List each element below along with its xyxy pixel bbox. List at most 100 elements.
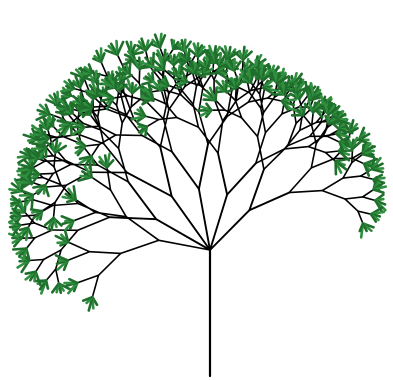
tree-branch (68, 242, 89, 252)
tree-branch (128, 182, 156, 219)
leaf-stroke (74, 186, 76, 199)
tree-branch (327, 136, 339, 142)
tree-branch (208, 117, 227, 145)
leaf-stroke (303, 107, 305, 116)
tree-branch (285, 147, 309, 149)
tree-branch (268, 98, 282, 101)
tree-branch (78, 217, 110, 230)
tree-branch (26, 238, 35, 249)
tree-branch (198, 127, 218, 153)
tree-branch (77, 275, 98, 283)
tree-branch (242, 118, 258, 137)
tree-branch (177, 118, 199, 128)
tree-branch (55, 185, 66, 202)
tree-branch (99, 253, 121, 275)
tree-branch (142, 136, 172, 152)
leaf-stroke (37, 146, 46, 147)
tree-branch (116, 135, 142, 136)
tree-branch (43, 158, 54, 167)
tree-branch (76, 200, 96, 213)
tree-branch (218, 153, 227, 194)
leaf-stroke (153, 53, 154, 66)
tree-branch (34, 200, 53, 206)
leaf-stroke (188, 49, 189, 60)
tree-branch (85, 144, 99, 146)
tree-branch (54, 153, 55, 167)
tree-branch (53, 204, 79, 206)
tree-leaves (9, 34, 385, 311)
tree-branch (111, 190, 127, 217)
leaf-stroke (35, 281, 46, 282)
tree-branch (46, 269, 56, 280)
tree-branch (92, 275, 98, 297)
tree-branch (358, 211, 363, 223)
tree-branch (300, 122, 317, 130)
leaf-stroke (115, 78, 116, 87)
leaf-stroke (58, 121, 71, 123)
tree-branch (96, 212, 127, 216)
tree-branch (126, 217, 159, 241)
tree-branch (160, 147, 171, 196)
tree-branch (199, 144, 208, 189)
tree-branch (92, 106, 108, 107)
leaf-stroke (13, 249, 26, 250)
tree-branch (289, 191, 322, 193)
tree-branch (84, 126, 99, 127)
tree-branch (363, 190, 374, 197)
leaf-stroke (97, 81, 98, 94)
tree-branch (345, 199, 358, 211)
tree-branch (322, 178, 343, 191)
tree-branch (39, 173, 53, 174)
leaf-stroke (204, 73, 218, 75)
tree-branch (164, 119, 173, 152)
tree-branch (345, 197, 363, 199)
tree-branch (172, 152, 199, 189)
tree-branch (322, 191, 345, 199)
tree-branch (227, 163, 256, 194)
tree-branch (29, 260, 44, 261)
leaf-stroke (31, 209, 42, 211)
leaf-stroke (226, 79, 227, 91)
tree-branch (35, 230, 52, 238)
leaf-stroke (90, 163, 91, 177)
leaf-stroke (216, 88, 217, 101)
tree-branch (361, 176, 374, 179)
tree-branch (73, 212, 95, 221)
tree-branch (264, 97, 275, 112)
tree-branch (98, 117, 104, 144)
tree-branch (266, 114, 283, 133)
tree-branch (68, 252, 90, 261)
tree-branch (56, 269, 59, 283)
tree-branch (193, 104, 198, 127)
tree-branch (20, 223, 34, 225)
tree-branch (363, 197, 376, 201)
tree-branch (193, 86, 196, 104)
tree-branch (127, 173, 172, 197)
tree-branch (145, 116, 159, 119)
tree-branch (21, 215, 36, 216)
tree-branch (289, 168, 311, 193)
leaf-stroke (374, 190, 384, 193)
tree-branch (121, 240, 159, 253)
tree-branch (248, 98, 267, 102)
tree-branch (343, 176, 361, 178)
tree-branch (139, 69, 140, 83)
tree-branch (303, 115, 312, 126)
leaf-stroke (129, 60, 130, 73)
tree-branch (53, 164, 71, 173)
tree-branch (358, 211, 371, 214)
tree-branch (326, 151, 339, 153)
tree-branch (147, 120, 159, 127)
tree-branch (258, 113, 264, 137)
leaf-stroke (164, 60, 165, 70)
tree-branch (181, 95, 199, 112)
tree-branch (311, 159, 334, 168)
tree-branch (309, 147, 326, 153)
tree-branch (131, 93, 132, 107)
tree-branch (45, 160, 66, 161)
tree-branch (92, 177, 111, 190)
tree-branch (110, 217, 157, 219)
tree-branch (92, 144, 100, 156)
